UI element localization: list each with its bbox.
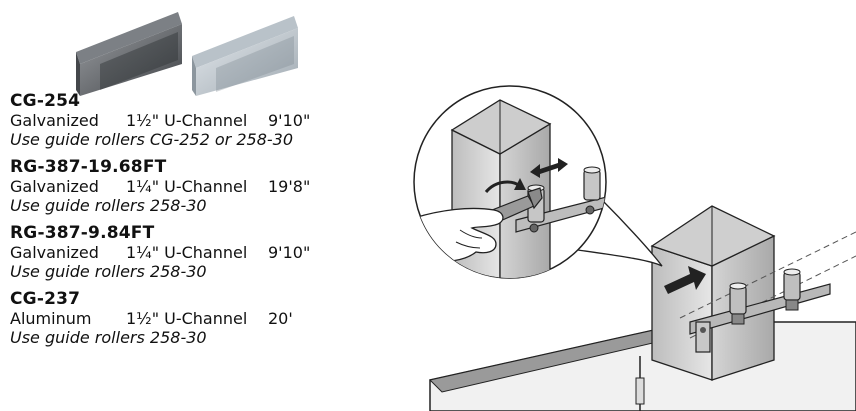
product-spec: Galvanized 1¼" U-Channel 19'8" bbox=[10, 177, 410, 196]
u-channel-dark-icon bbox=[76, 12, 182, 96]
guide-roller-icon bbox=[729, 282, 747, 325]
product-channel: 1¼" U-Channel bbox=[126, 243, 248, 262]
product-note: Use guide rollers 258-30 bbox=[10, 262, 207, 281]
product-material: Galvanized bbox=[10, 111, 99, 130]
zoom-callout bbox=[413, 85, 607, 279]
u-channel-images bbox=[76, 12, 298, 96]
product-note: Use guide rollers 258-30 bbox=[10, 196, 207, 215]
product-channel: 1¼" U-Channel bbox=[126, 177, 248, 196]
guide-roller-icon bbox=[783, 268, 801, 311]
product-item: CG-237 Aluminum 1½" U-Channel 20' Use guid… bbox=[10, 289, 410, 348]
product-item: RG-387-19.68FT Galvanized 1¼" U-Channel 19… bbox=[10, 157, 410, 216]
u-channel-galvanized-icon bbox=[192, 16, 298, 96]
product-channel: 1½" U-Channel bbox=[126, 309, 248, 328]
product-length: 9'10" bbox=[268, 243, 311, 262]
product-material: Galvanized bbox=[10, 177, 99, 196]
product-code: CG-254 bbox=[10, 91, 81, 111]
product-material: Galvanized bbox=[10, 243, 99, 262]
product-note: Use guide rollers CG-252 or 258-30 bbox=[10, 130, 293, 149]
product-item: RG-387-9.84FT Galvanized 1¼" U-Channel 9'1… bbox=[10, 223, 410, 282]
product-note: Use guide rollers 258-30 bbox=[10, 328, 207, 347]
product-length: 9'10" bbox=[268, 111, 311, 130]
roller-bracket bbox=[689, 268, 831, 353]
product-material: Aluminum bbox=[10, 309, 92, 328]
gate-post bbox=[650, 205, 776, 381]
product-length: 19'8" bbox=[268, 177, 311, 196]
product-list: CG-254 Galvanized 1½" U-Channel 9'10" Use … bbox=[10, 92, 410, 356]
product-code: RG-387-9.84FT bbox=[10, 223, 155, 243]
product-code: RG-387-19.68FT bbox=[10, 157, 167, 177]
product-channel: 1½" U-Channel bbox=[126, 111, 248, 130]
product-code: CG-237 bbox=[10, 289, 81, 309]
product-spec: Galvanized 1¼" U-Channel 9'10" bbox=[10, 243, 410, 262]
product-spec: Galvanized 1½" U-Channel 9'10" bbox=[10, 111, 410, 130]
product-spec: Aluminum 1½" U-Channel 20' bbox=[10, 309, 410, 328]
product-length: 20' bbox=[268, 309, 293, 328]
gate-frame bbox=[429, 321, 856, 411]
product-item: CG-254 Galvanized 1½" U-Channel 9'10" Use … bbox=[10, 91, 410, 150]
installation-illustration bbox=[413, 85, 856, 411]
arrow-icon bbox=[664, 266, 706, 294]
adjust-arrow-icon bbox=[530, 158, 568, 178]
